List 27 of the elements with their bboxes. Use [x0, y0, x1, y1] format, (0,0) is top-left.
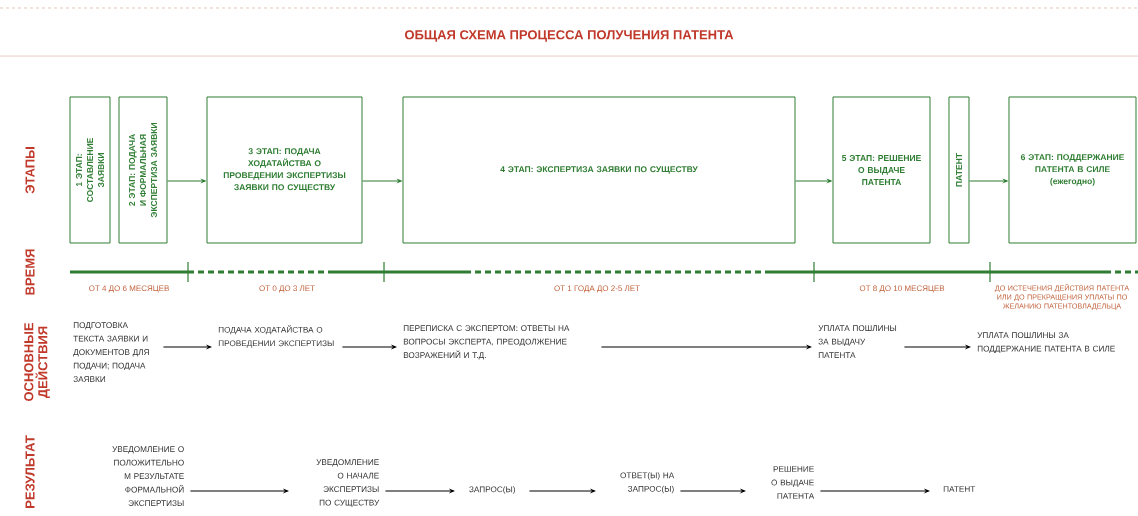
duration-label: ОТ 8 ДО 10 МЕСЯЦЕВ — [859, 285, 945, 293]
stage-box: 5 ЭТАП: РЕШЕНИЕ О ВЫДАЧЕ ПАТЕНТА — [832, 96, 931, 244]
row-heading: ЭТАПЫ — [25, 147, 35, 194]
step-text: УВЕДОМЛЕНИЕ О ПОЛОЖИТЕЛЬНО М РЕЗУЛЬТАТЕ ФОРМАЛЬНОЙ ЭКСПЕРТИЗЫ — [112, 446, 184, 506]
step-text: ПОДГОТОВКА ТЕКСТА ЗАЯВКИ И ДОКУМЕНТОВ ДЛЯ ПОДАЧИ; ПОДАЧА ЗАЯВКИ — [73, 322, 149, 382]
row-heading: ВРЕМЯ — [25, 249, 35, 295]
step-text: ОТВЕТ(Ы) НА ЗАПРОС(Ы) — [620, 472, 675, 494]
row-heading: ОСНОВНЫЕ ДЕЙСТВИЯ — [24, 322, 50, 402]
step-text: УПЛАТА ПОШЛИНЫ ЗА ВЫДАЧУ ПАТЕНТА — [818, 325, 896, 358]
step-text: ПАТЕНТ — [943, 486, 976, 492]
step-text: ПЕРЕПИСКА С ЭКСПЕРТОМ: ОТВЕТЫ НА ВОПРОСЫ ЭКСПЕРТА, ПРЕОДОЛЖЕНИЕ ВОЗРАЖЕНИЙ И Т.Д. — [403, 325, 570, 360]
duration-label: ОТ 0 ДО 3 ЛЕТ — [259, 285, 315, 293]
title: ОБЩАЯ СХЕМА ПРОЦЕССА ПОЛУЧЕНИЯ ПАТЕНТА — [405, 30, 734, 42]
stage-box: 1 ЭТАП: СОСТАВЛЕНИЕ ЗАЯВКИ — [69, 96, 111, 244]
row-heading: РЕЗУЛЬТАТ — [25, 435, 35, 508]
stage-box: 2 ЭТАП: ПОДАЧА И ФОРМАЛЬНАЯ ЭКСПЕРТИЗА ЗАЯВКИ — [118, 96, 168, 244]
step-text: ПОДАЧА ХОДАТАЙСТВА О ПРОВЕДЕНИИ ЭКСПЕРТИЗЫ — [218, 325, 334, 348]
stage-box: 3 ЭТАП: ПОДАЧА ХОДАТАЙСТВА О ПРОВЕДЕНИИ ЭКСПЕРТИЗЫ ЗАЯВКИ ПО СУЩЕСТВУ — [206, 96, 363, 244]
stage-box: 4 ЭТАП: ЭКСПЕРТИЗА ЗАЯВКИ ПО СУЩЕСТВУ — [402, 96, 796, 244]
duration-label: ОТ 4 ДО 6 МЕСЯЦЕВ — [89, 285, 169, 293]
step-text: ЗАПРОС(Ы) — [469, 486, 515, 494]
step-text: РЕШЕНИЕ О ВЫДАЧЕ ПАТЕНТА — [771, 466, 815, 499]
stage-box: 6 ЭТАП: ПОДДЕРЖАНИЕ ПАТЕНТА В СИЛЕ (ежегодно) — [1008, 96, 1137, 244]
step-text: УВЕДОМЛЕНИЕ О НАЧАЛЕ ЭКСПЕРТИЗЫ ПО СУЩЕСТВУ — [316, 459, 380, 508]
duration-label: ОТ 1 ГОДА ДО 2-5 ЛЕТ — [554, 285, 640, 293]
step-text: УПЛАТА ПОШЛИНЫ ЗА ПОДДЕРЖАНИЕ ПАТЕНТА В СИЛЕ — [977, 332, 1115, 354]
stage-box: ПАТЕНТ — [948, 96, 970, 244]
